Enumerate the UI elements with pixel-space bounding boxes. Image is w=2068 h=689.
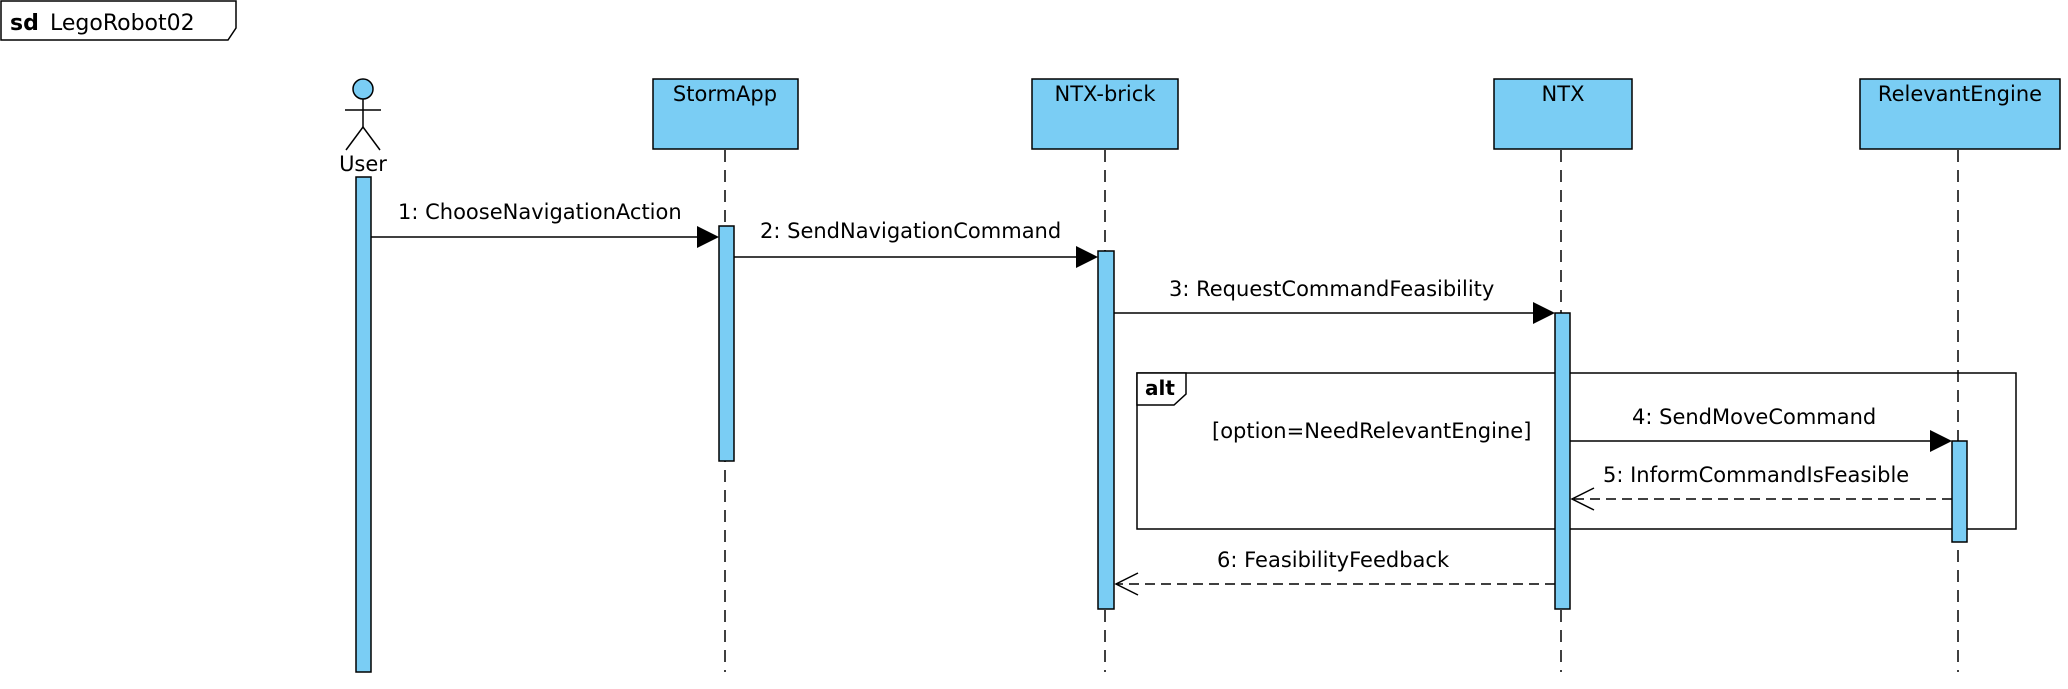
message-label: 2: SendNavigationCommand [760, 219, 1061, 243]
frame-keyword: sd [10, 11, 39, 36]
message-5[interactable]: 5: InformCommandIsFeasible [1570, 463, 1952, 511]
filled-arrowhead-icon [1533, 302, 1555, 324]
message-1[interactable]: 1: ChooseNavigationAction [371, 200, 719, 248]
activation-ntx [1554, 312, 1571, 610]
lifeline-label-ntx: NTX [1542, 82, 1585, 106]
alt-fragment: alt [option=NeedRelevantEngine] [1136, 372, 2017, 530]
message-4[interactable]: 4: SendMoveCommand [1570, 405, 1952, 452]
lifeline-label-ntx-brick: NTX-brick [1055, 82, 1157, 106]
filled-arrowhead-icon [1930, 430, 1952, 452]
message-label: 5: InformCommandIsFeasible [1603, 463, 1909, 487]
message-label: 1: ChooseNavigationAction [398, 200, 682, 224]
filled-arrowhead-icon [697, 226, 719, 248]
activation-bars [355, 176, 1968, 673]
activation-stormapp [718, 225, 735, 462]
activation-user [355, 176, 372, 673]
lifeline-head-relevantengine[interactable]: RelevantEngine [1859, 78, 2061, 150]
alt-guard: [option=NeedRelevantEngine] [1212, 419, 1531, 443]
lifeline-label-relevantengine: RelevantEngine [1878, 82, 2042, 106]
diagram-frame: sd LegoRobot02 [0, 0, 237, 41]
message-2[interactable]: 2: SendNavigationCommand [734, 219, 1098, 268]
frame-title: LegoRobot02 [50, 11, 195, 36]
filled-arrowhead-icon [1076, 246, 1098, 268]
actor-user[interactable]: User [339, 78, 387, 176]
lifeline-label-stormapp: StormApp [673, 82, 777, 106]
stick-figure-icon [345, 78, 381, 151]
open-arrowhead-icon [1114, 572, 1139, 596]
actor-label: User [339, 152, 387, 176]
lifeline-head-stormapp[interactable]: StormApp [652, 78, 799, 150]
lifeline-head-ntx-brick[interactable]: NTX-brick [1031, 78, 1179, 150]
message-label: 6: FeasibilityFeedback [1217, 548, 1450, 572]
alt-operator: alt [1145, 376, 1175, 400]
activation-relevantengine [1951, 440, 1968, 543]
open-arrowhead-icon [1570, 487, 1595, 511]
message-6[interactable]: 6: FeasibilityFeedback [1114, 548, 1555, 596]
lifeline-head-ntx[interactable]: NTX [1493, 78, 1633, 150]
message-label: 3: RequestCommandFeasibility [1169, 277, 1494, 301]
activation-ntx-brick [1097, 250, 1115, 610]
message-3[interactable]: 3: RequestCommandFeasibility [1114, 277, 1555, 324]
message-label: 4: SendMoveCommand [1632, 405, 1876, 429]
